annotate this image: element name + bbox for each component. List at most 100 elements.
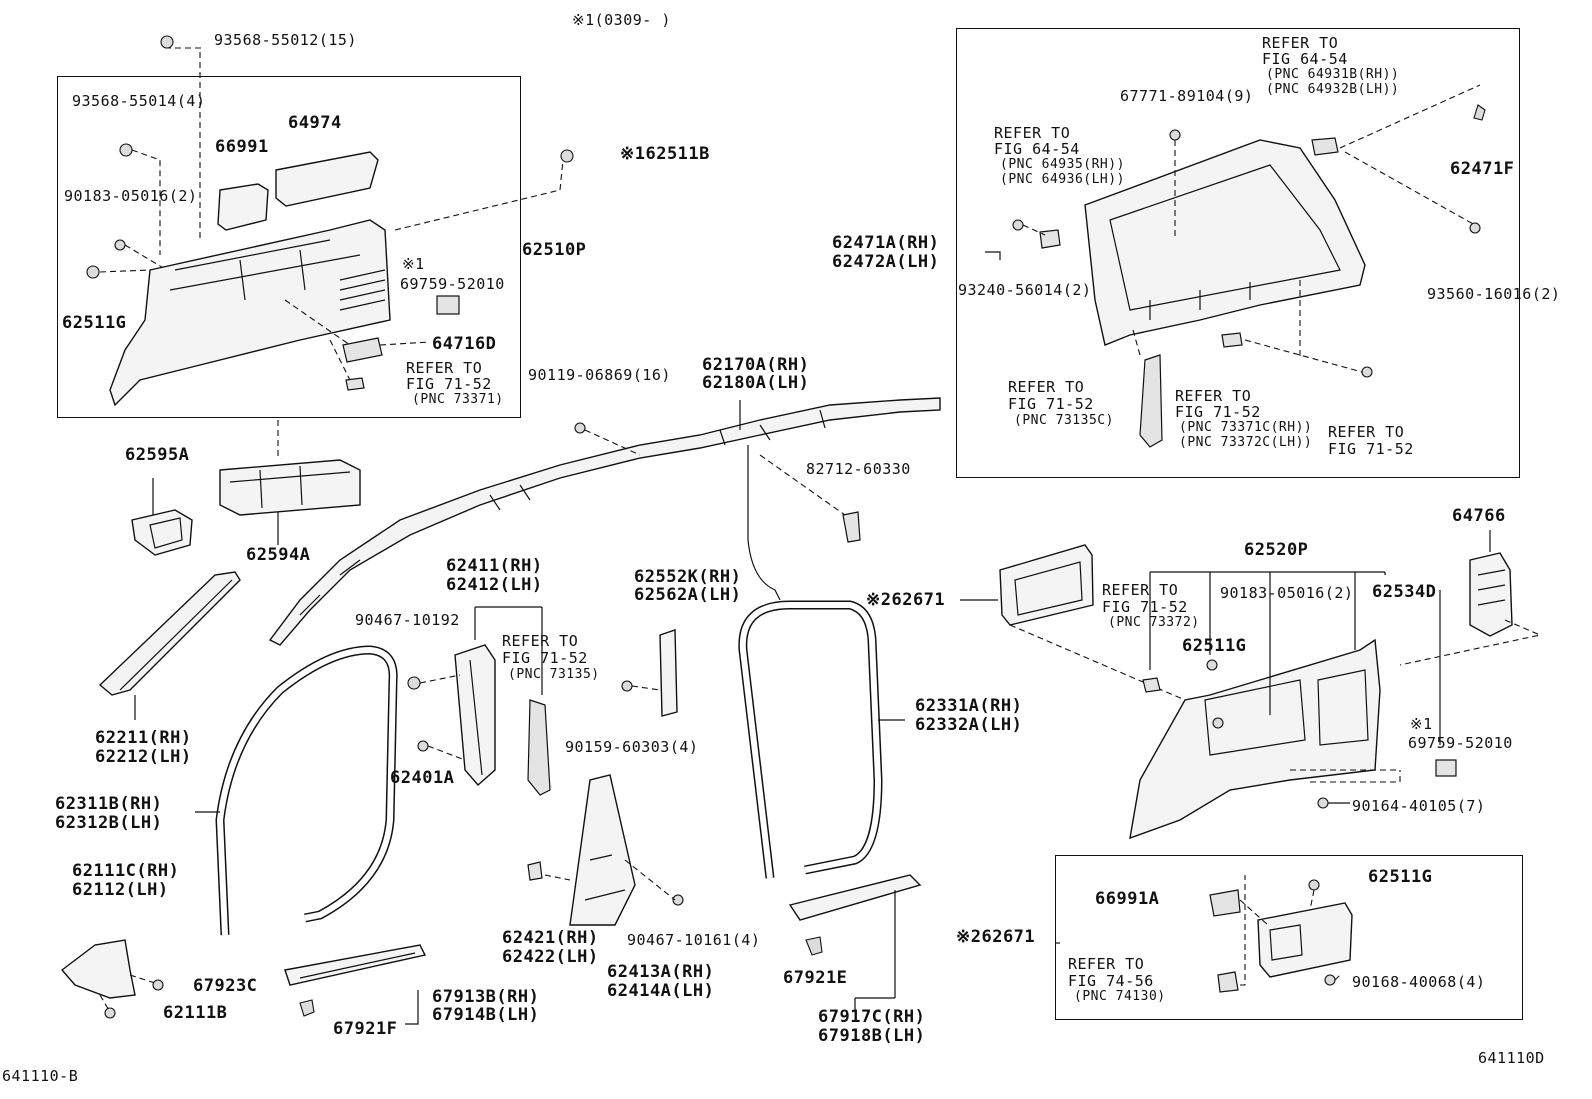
refer-c-3: (PNC 64931B(RH)) (1266, 67, 1400, 82)
refer-f-3: (PNC 73371C(RH)) (1179, 420, 1313, 435)
label-69759-mark-b: ※1 (1410, 715, 1433, 733)
label-62112: 62112(LH) (72, 880, 169, 900)
label-67914B: 67914B(LH) (432, 1005, 540, 1025)
label-64974: 64974 (288, 113, 342, 133)
refer-c-2: FIG 64-54 (1262, 50, 1348, 68)
label-62414A: 62414A(LH) (607, 981, 715, 1001)
part-62520P (1129, 638, 1381, 840)
label-67921F: 67921F (333, 1019, 398, 1039)
label-93240: 93240-56014(2) (958, 281, 1092, 299)
part-62211 (98, 571, 241, 696)
detail-box-quarter-window (956, 28, 1520, 478)
label-67921E: 67921E (783, 968, 848, 988)
refer-e-3: (PNC 73135C) (1014, 413, 1114, 428)
label-62511B: ※162511B (620, 144, 710, 164)
label-67918B: 67918B(LH) (818, 1026, 926, 1046)
label-62552K: 62552K(RH) (634, 567, 742, 587)
part-66991 (217, 183, 269, 231)
label-67913B: 67913B(RH) (432, 987, 540, 1007)
label-93568-55012: 93568-55012(15) (214, 31, 357, 49)
label-69759-b: 69759-52010 (1408, 734, 1513, 752)
label-67923C: 67923C (193, 976, 258, 996)
part-64974 (275, 151, 379, 207)
refer-f-4: (PNC 73372C(LH)) (1179, 435, 1313, 450)
label-62170A: 62170A(RH) (702, 355, 810, 375)
label-69759-a: 69759-52010 (400, 275, 505, 293)
refer-c-1: REFER TO (1262, 34, 1339, 52)
label-62312B: 62312B(LH) (55, 813, 163, 833)
label-82712: 82712-60330 (806, 460, 911, 478)
label-67771: 67771-89104(9) (1120, 87, 1254, 105)
label-62212: 62212(LH) (95, 747, 192, 767)
label-62511G-c: 62511G (1368, 867, 1433, 887)
label-64766: 64766 (1452, 506, 1506, 526)
refer-i-2: FIG 74-56 (1068, 972, 1154, 990)
refer-h-3: (PNC 73372) (1108, 615, 1200, 630)
label-62471A: 62471A(RH) (832, 233, 940, 253)
label-62422: 62422(LH) (502, 947, 599, 967)
label-62472A: 62472A(LH) (832, 252, 940, 272)
refer-c-4: (PNC 64932B(LH)) (1266, 82, 1400, 97)
label-64716D: 64716D (432, 334, 497, 354)
refer-g-2: FIG 71-52 (1328, 440, 1414, 458)
label-62562A: 62562A(LH) (634, 585, 742, 605)
part-62471A (1084, 139, 1366, 346)
part-62552K (659, 629, 678, 717)
label-62511G-a: 62511G (62, 313, 127, 333)
part-62510P (109, 219, 391, 407)
label-62421: 62421(RH) (502, 928, 599, 948)
refer-e-1: REFER TO (1008, 378, 1085, 396)
label-67917C: 67917C(RH) (818, 1007, 926, 1027)
part-64766 (1469, 552, 1513, 637)
label-90183-05016-b: 90183-05016(2) (1220, 584, 1354, 602)
label-93568-55014: 93568-55014(4) (72, 92, 206, 110)
refer-a-2: FIG 71-52 (406, 375, 492, 393)
refer-d-2: FIG 64-54 (994, 140, 1080, 158)
label-62413A: 62413A(RH) (607, 962, 715, 982)
detail-box-quarter-trim-upper (57, 76, 521, 418)
label-62511G-b: 62511G (1182, 636, 1247, 656)
label-62401A: 62401A (390, 768, 455, 788)
refer-b-1: REFER TO (502, 632, 579, 650)
label-90183-05016-a: 90183-05016(2) (64, 187, 198, 205)
label-62180A: 62180A(LH) (702, 373, 810, 393)
label-93560: 93560-16016(2) (1427, 285, 1561, 303)
label-62111C: 62111C(RH) (72, 861, 180, 881)
refer-a-1: REFER TO (406, 359, 483, 377)
header-note: ※1(0309- ) (572, 11, 671, 29)
refer-e-2: FIG 71-52 (1008, 395, 1094, 413)
label-90119: 90119-06869(16) (528, 366, 671, 384)
label-90164: 90164-40105(7) (1352, 797, 1486, 815)
refer-b-3: (PNC 73135) (508, 667, 600, 682)
label-62412: 62412(LH) (446, 575, 543, 595)
footer-right-code: 641110D (1478, 1049, 1545, 1067)
part-67917C (788, 874, 922, 921)
label-62111B: 62111B (163, 1003, 228, 1023)
refer-f-2: FIG 71-52 (1175, 403, 1261, 421)
refer-f-1: REFER TO (1175, 387, 1252, 405)
refer-a-3: (PNC 73371) (412, 392, 504, 407)
part-62595A (131, 509, 193, 556)
label-62595A: 62595A (125, 445, 190, 465)
label-62311B: 62311B(RH) (55, 794, 163, 814)
label-66991: 66991 (215, 137, 269, 157)
refer-d-4: (PNC 64936(LH)) (1000, 172, 1125, 187)
part-62671 (999, 544, 1094, 626)
label-62671-a: ※262671 (866, 590, 946, 610)
label-90467-10192: 90467-10192 (355, 611, 460, 629)
refer-g-1: REFER TO (1328, 423, 1405, 441)
label-62411: 62411(RH) (446, 556, 543, 576)
label-62471F: 62471F (1450, 159, 1515, 179)
label-62671-b: ※262671 (956, 927, 1036, 947)
part-62111C (60, 939, 136, 999)
refer-b-2: FIG 71-52 (502, 649, 588, 667)
label-62332A: 62332A(LH) (915, 715, 1023, 735)
label-62211: 62211(RH) (95, 728, 192, 748)
refer-d-1: REFER TO (994, 124, 1071, 142)
quarter-trim-upper-group (86, 35, 574, 407)
label-90159: 90159-60303(4) (565, 738, 699, 756)
part-62594A (219, 459, 361, 516)
quarter-window-trim-group (985, 84, 1486, 448)
refer-i-3: (PNC 74130) (1074, 989, 1166, 1004)
